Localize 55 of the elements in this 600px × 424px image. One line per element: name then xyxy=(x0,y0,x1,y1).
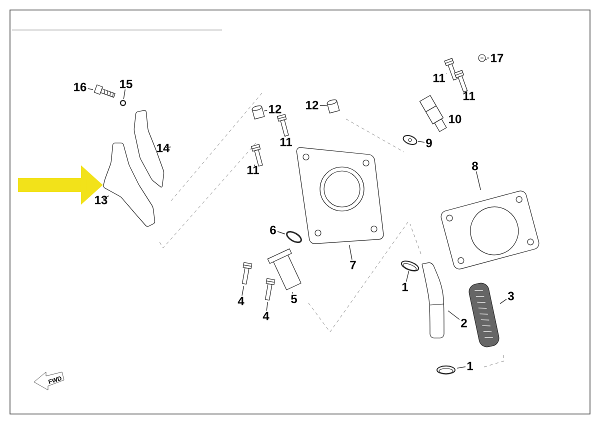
leader-line xyxy=(266,302,268,312)
callout-number: 5 xyxy=(291,294,297,304)
callout-number: 17 xyxy=(491,54,504,62)
leader-line xyxy=(88,88,94,90)
leader-line xyxy=(264,110,268,112)
part-drawing xyxy=(294,144,386,246)
leader-line xyxy=(320,105,328,106)
leader-line xyxy=(123,89,126,100)
leader-line xyxy=(476,171,481,190)
leader-line xyxy=(102,195,110,200)
leader-line xyxy=(500,298,507,304)
part-drawing xyxy=(326,98,340,114)
leader-line xyxy=(242,286,244,296)
part-drawing xyxy=(400,260,420,272)
callout-number: 14 xyxy=(157,144,170,152)
part-drawing xyxy=(284,230,304,244)
leader-line xyxy=(166,146,172,148)
part-drawing xyxy=(252,104,265,120)
leader-line xyxy=(448,310,460,320)
callout-number: 3 xyxy=(508,292,514,300)
leader-line xyxy=(466,90,468,92)
callout-number: 4 xyxy=(262,312,270,320)
part-drawing xyxy=(468,282,500,348)
callout-number: 1 xyxy=(467,362,473,370)
callout-number: 6 xyxy=(270,226,276,234)
callout-number: 2 xyxy=(461,318,467,328)
part-drawing xyxy=(118,98,128,108)
callout-number: 13 xyxy=(95,196,108,204)
leader-line xyxy=(418,140,425,143)
leader-line xyxy=(456,366,466,369)
callout-number: 11 xyxy=(280,138,292,146)
callout-number: 7 xyxy=(350,260,356,270)
part-drawing xyxy=(264,278,276,302)
leader-line xyxy=(406,270,410,282)
callout-number: 12 xyxy=(269,104,282,114)
callout-number: 10 xyxy=(449,114,462,124)
part-drawing xyxy=(402,134,418,146)
part-drawing xyxy=(476,52,488,64)
leader-line xyxy=(292,292,293,294)
callout-number: 11 xyxy=(247,166,259,174)
callout-number: 4 xyxy=(238,296,244,306)
part-drawing xyxy=(434,362,458,378)
callout-number: 1 xyxy=(402,282,408,292)
callout-number: 8 xyxy=(472,162,478,170)
callout-number: 11 xyxy=(463,92,475,100)
callout-number: 15 xyxy=(120,80,132,88)
part-drawing xyxy=(240,262,252,286)
callout-number: 12 xyxy=(306,100,318,110)
callout-number: 9 xyxy=(426,138,432,148)
part-drawing xyxy=(440,190,540,270)
callout-number: 16 xyxy=(74,82,86,92)
leader-line xyxy=(348,244,352,260)
leader-line xyxy=(277,231,286,234)
callout-number: 11 xyxy=(433,74,445,82)
leader-line xyxy=(254,164,256,166)
